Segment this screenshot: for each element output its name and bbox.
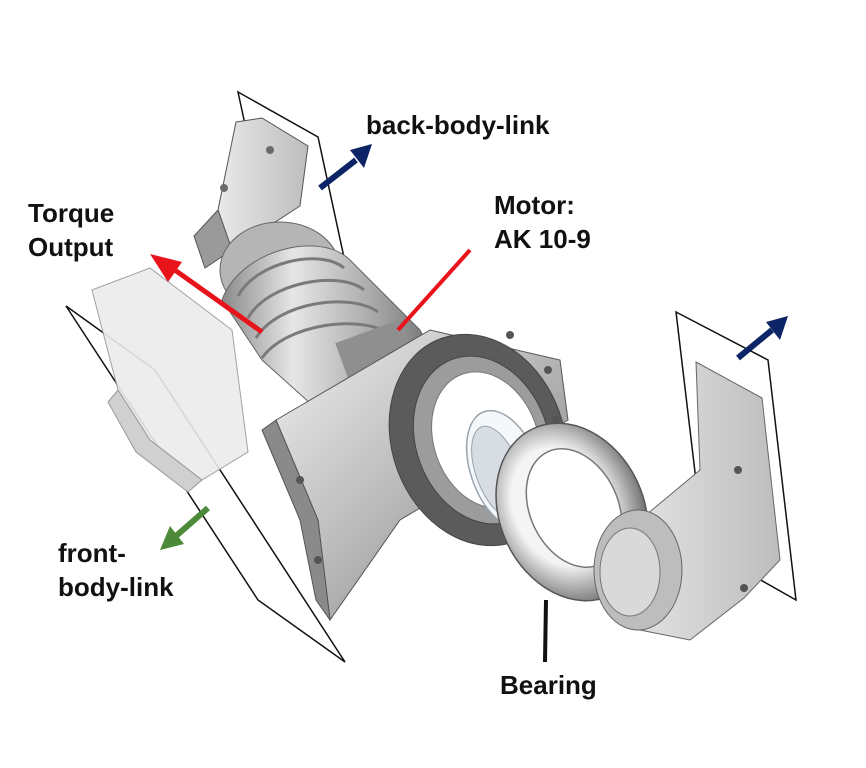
front-body-link-label-line2: body-link (58, 572, 174, 602)
motor-pointer-line (396, 248, 472, 332)
torque-output-label-line1: Torque (28, 198, 115, 228)
front-body-link-arrow (160, 505, 210, 550)
back-body-link-arrow (318, 144, 372, 191)
bearing-pointer-line (543, 599, 548, 663)
back-body-link-bracket (193, 117, 309, 269)
bearing-label: Bearing (500, 670, 597, 700)
back-body-link-label: back-body-link (366, 110, 550, 140)
torque-output-label-line2: Output (28, 232, 114, 262)
right-body-link-bracket (593, 361, 781, 641)
front-body-link-plate (91, 267, 249, 493)
motor-label-line2: AK 10-9 (494, 224, 591, 254)
right-body-link-arrow (736, 316, 788, 361)
right-body-link-plane (675, 310, 797, 602)
motor-label-line1: Motor: (494, 190, 575, 220)
front-body-link-label-line1: front- (58, 538, 126, 568)
torque-output-arrow (150, 254, 264, 335)
